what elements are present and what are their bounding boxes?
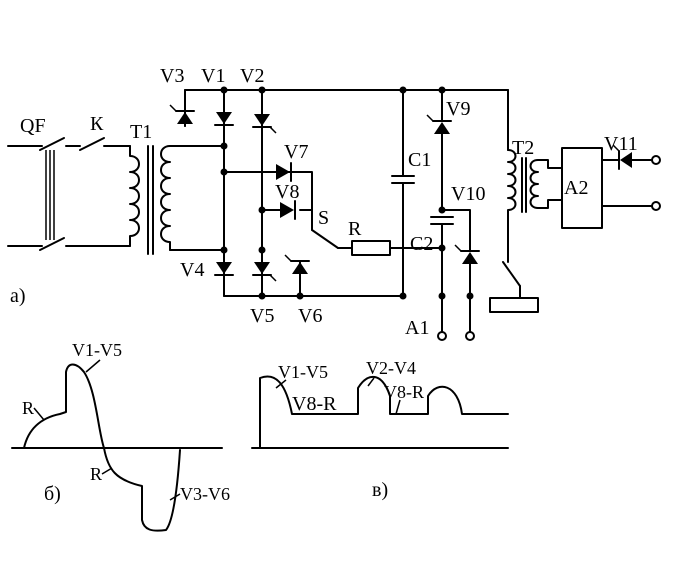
a1-label: A1 xyxy=(405,317,429,339)
b-r-mid-label: R xyxy=(90,464,102,484)
v10-label: V10 xyxy=(451,183,485,205)
a2-label: A2 xyxy=(564,177,588,199)
c2-label: C2 xyxy=(410,233,433,255)
s-label: S xyxy=(318,207,329,229)
t1-label: T1 xyxy=(130,121,152,143)
v6-thyristor: V6 xyxy=(284,254,322,327)
v7-diode: V7 xyxy=(276,141,308,182)
panel-a-label: а) xyxy=(10,285,26,307)
r-resistor: R xyxy=(348,218,443,256)
k-contact: К xyxy=(79,113,131,151)
v3-thyristor: V3 xyxy=(160,65,195,124)
v2-label: V2 xyxy=(240,65,264,87)
panel-b-label: б) xyxy=(44,483,61,505)
b-v1-v5-label: V1-V5 xyxy=(72,340,122,360)
v8-label: V8 xyxy=(275,181,299,203)
s-switch: S xyxy=(311,207,353,249)
t1-transformer: T1 xyxy=(129,121,225,255)
v8-diode: V8 xyxy=(275,181,299,220)
qf-breaker: QF xyxy=(20,115,65,251)
supply-lines xyxy=(7,145,131,247)
c-v8-r-2-label: V8-R xyxy=(384,382,424,402)
c-v2-v4-label: V2-V4 xyxy=(366,358,416,378)
v7-label: V7 xyxy=(284,141,308,163)
v3-label: V3 xyxy=(160,65,184,87)
contactor-coil xyxy=(489,89,539,313)
v1-diode: V1 xyxy=(201,65,234,126)
waveform-c: V1-V5 V8-R V2-V4 V8-R в) xyxy=(251,358,509,501)
b-r-top-label: R xyxy=(22,398,34,418)
c-v1-v5-label: V1-V5 xyxy=(278,362,328,382)
c1-capacitor: C1 xyxy=(391,89,431,297)
v11-thyristor: V11 xyxy=(604,133,661,170)
qf-label: QF xyxy=(20,115,46,137)
t2-transformer: T2 xyxy=(507,137,563,263)
c-v8-r-1-label: V8-R xyxy=(292,393,337,415)
c2-capacitor: C2 xyxy=(410,216,454,333)
a2-block: A2 xyxy=(561,147,661,229)
v4-label: V4 xyxy=(180,259,204,281)
v4-diode: V4 xyxy=(180,259,234,281)
v6-label: V6 xyxy=(298,305,322,327)
v1-label: V1 xyxy=(201,65,225,87)
a1-terminals: A1 xyxy=(405,317,475,341)
t2-label: T2 xyxy=(512,137,534,159)
v11-label: V11 xyxy=(604,133,638,155)
v10-thyristor: V10 xyxy=(441,183,485,333)
b-v3-v6-label: V3-V6 xyxy=(180,484,230,504)
c1-label: C1 xyxy=(408,149,431,171)
r-label: R xyxy=(348,218,362,240)
v9-thyristor: V9 xyxy=(426,89,470,211)
waveform-b: V1-V5 R R V3-V6 б) xyxy=(11,340,230,532)
v5-thyristor: V5 xyxy=(250,262,277,327)
v5-label: V5 xyxy=(250,305,274,327)
junction-dots xyxy=(220,86,474,300)
v9-label: V9 xyxy=(446,98,470,120)
voltage-curve-b xyxy=(23,363,181,532)
circuit-schematic: QF К T1 xyxy=(7,65,661,341)
v2-thyristor: V2 xyxy=(240,65,277,134)
k-label: К xyxy=(90,113,104,135)
panel-c-label: в) xyxy=(372,479,388,501)
